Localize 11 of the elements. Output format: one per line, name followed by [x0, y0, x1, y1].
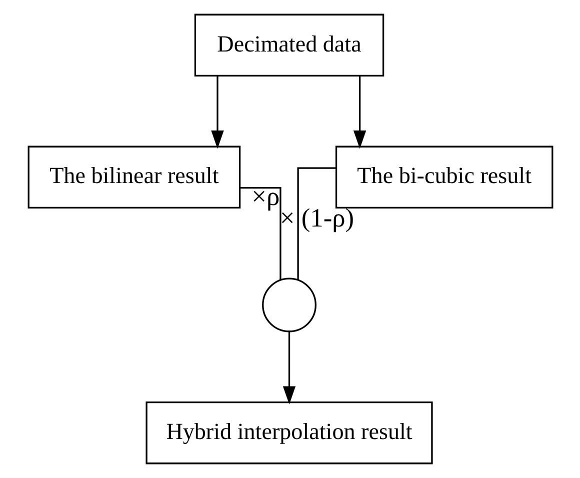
edge-label: ×ρ	[251, 181, 280, 212]
arrow	[210, 76, 224, 149]
arrow	[282, 331, 296, 404]
node-box: Decimated data	[194, 14, 384, 76]
connector	[240, 187, 281, 280]
node-circle	[262, 278, 316, 332]
node-box: The bilinear result	[27, 146, 240, 208]
node-box: Hybrid interpolation result	[145, 402, 432, 464]
connector	[296, 167, 336, 280]
arrow	[352, 76, 366, 149]
node-box: The bi-cubic result	[334, 146, 553, 208]
